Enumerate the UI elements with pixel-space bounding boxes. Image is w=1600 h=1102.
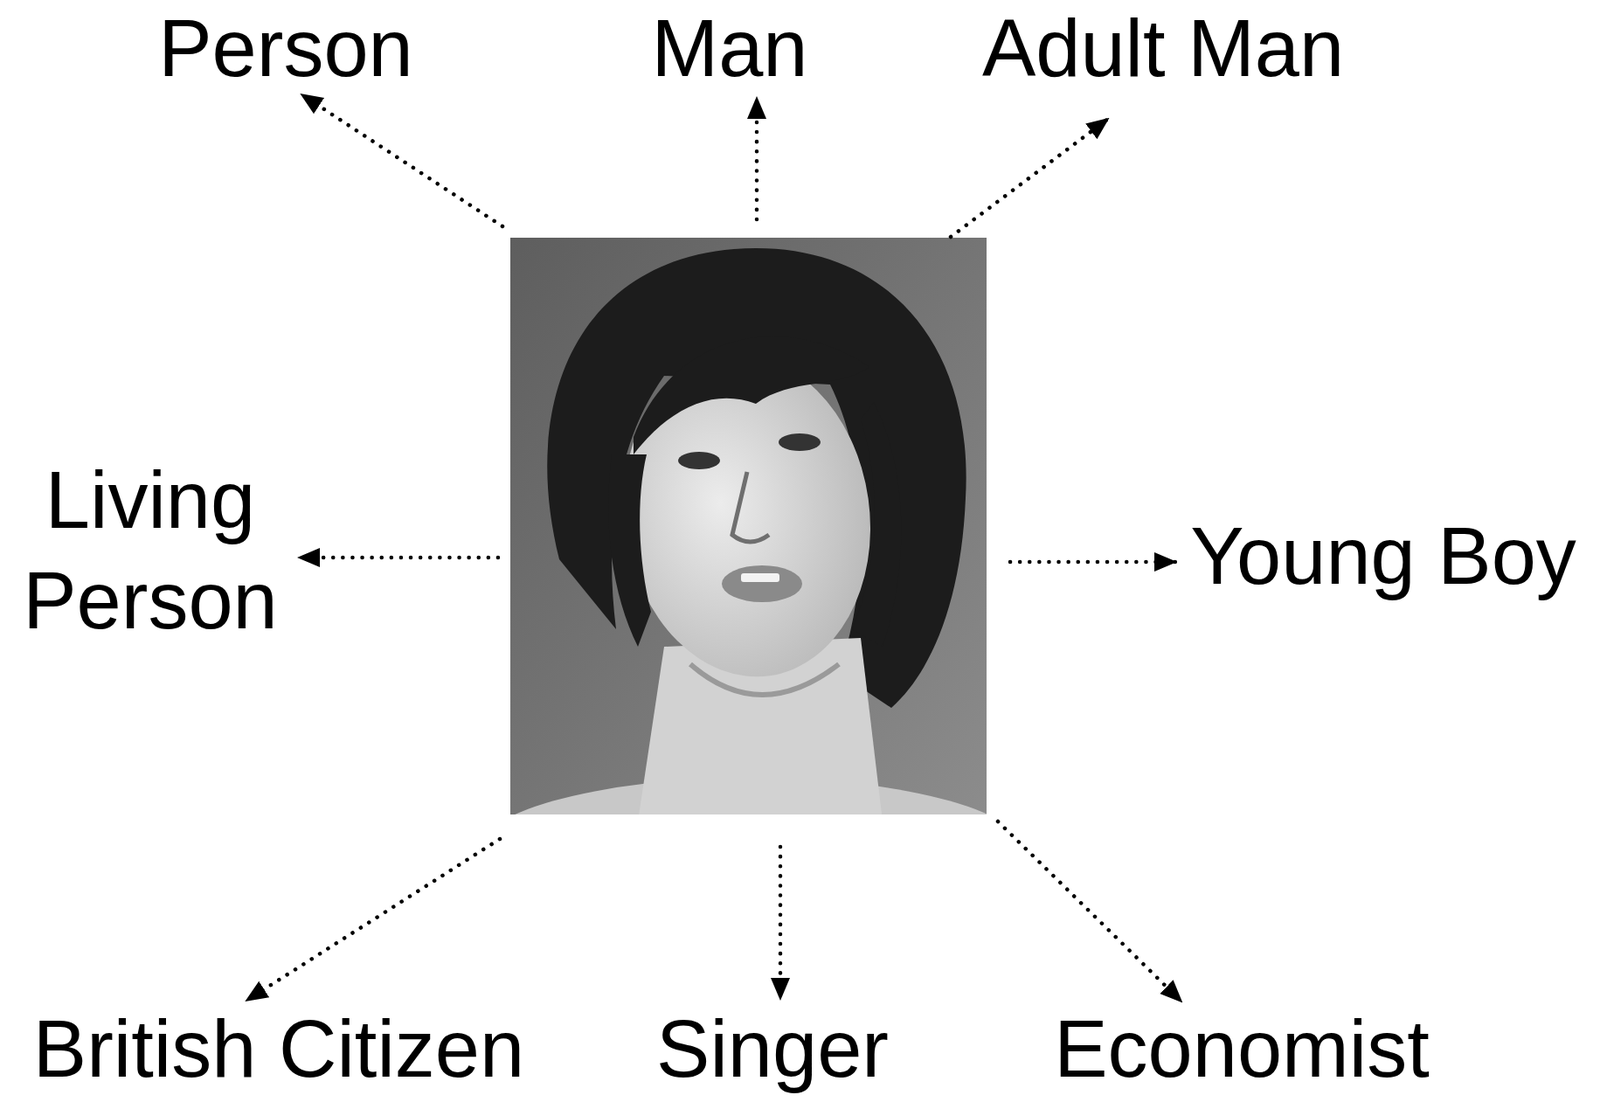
nose (732, 471, 769, 542)
category-label: Living Person (10, 450, 291, 652)
eye (778, 433, 821, 451)
fringe (633, 336, 870, 455)
dotted-arrow (778, 846, 783, 999)
dotted-arrow (301, 94, 503, 227)
dotted-arrow (754, 97, 760, 220)
hair (547, 248, 966, 708)
category-label: Man (651, 7, 809, 89)
category-label: Singer (656, 1008, 889, 1089)
dotted-arrow (298, 555, 499, 561)
category-label: Person (158, 7, 414, 89)
side-hair (851, 401, 901, 647)
dotted-arrow (950, 118, 1109, 237)
dotted-arrow (997, 821, 1182, 1002)
eye (678, 451, 721, 470)
category-label: Economist (1053, 1008, 1430, 1089)
category-label: British Citizen (33, 1008, 525, 1089)
side-hair (608, 454, 652, 647)
dotted-arrows (246, 94, 1182, 1002)
category-label: Young Boy (1190, 515, 1577, 596)
teeth (741, 573, 780, 582)
dotted-arrow (1010, 560, 1176, 565)
dotted-arrow (246, 838, 500, 1001)
portrait-photo (510, 237, 987, 815)
mouth (721, 565, 803, 603)
category-label: Adult Man (982, 7, 1344, 89)
